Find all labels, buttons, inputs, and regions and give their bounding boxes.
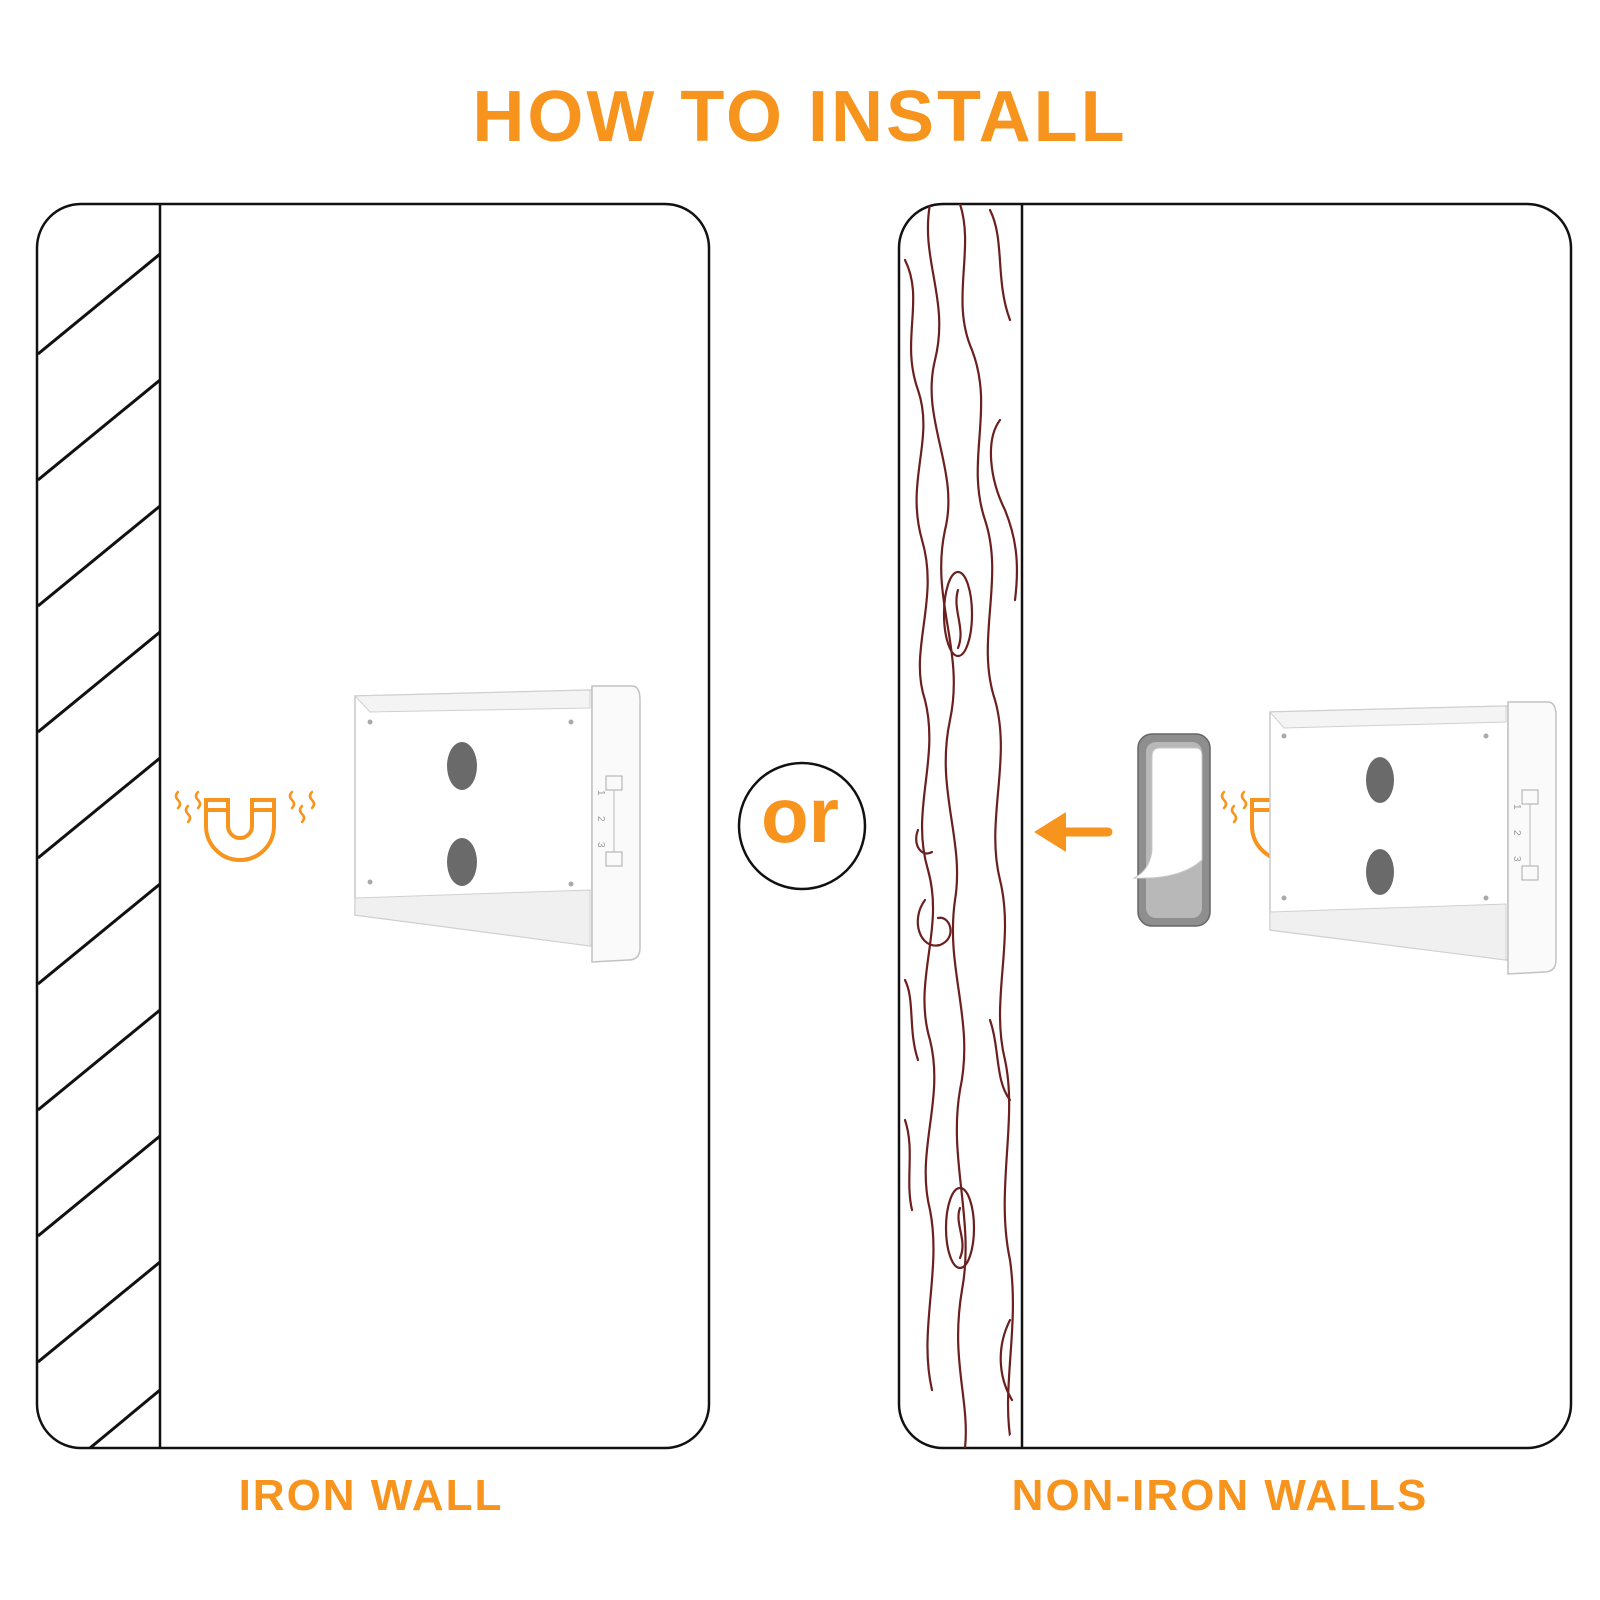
- shelf-scale-label: 3: [1511, 856, 1522, 862]
- shelf-scale-label: 2: [1511, 830, 1522, 836]
- shelf-magnet-hole: [447, 742, 477, 790]
- shelf-scale-label: 1: [595, 790, 606, 796]
- non-iron-wall-panel-frame: [897, 202, 1573, 1450]
- non-iron-walls-caption: NON-IRON WALLS: [1011, 1471, 1429, 1520]
- shelf-scale-label: 2: [595, 816, 606, 822]
- magnetic-shelf: 1 2 3: [353, 685, 641, 963]
- iron-wall-hatch: [38, 252, 160, 1448]
- wood-grain-wall: [903, 204, 1019, 1448]
- shelf-magnet-hole: [1366, 849, 1394, 895]
- shelf-magnet-hole: [1366, 757, 1394, 803]
- shelf-magnet-hole: [447, 838, 477, 886]
- shelf-scale-label: 3: [595, 842, 606, 848]
- arrow-left-icon: [1034, 812, 1113, 852]
- or-divider-circle: [737, 761, 867, 891]
- non-iron-wall-panel: 1 2 3: [897, 202, 1573, 1450]
- magnetic-shelf: 1 2 3: [1268, 701, 1557, 975]
- shelf-scale-label: 1: [1511, 804, 1522, 810]
- magnet-icon: [174, 790, 316, 862]
- adhesive-metal-plate-icon: [1132, 733, 1211, 927]
- or-divider-label: or: [761, 771, 839, 859]
- iron-wall-caption: IRON WALL: [238, 1471, 504, 1520]
- page-title: HOW TO INSTALL: [472, 77, 1128, 157]
- iron-wall-panel: 1 2 3: [35, 202, 711, 1450]
